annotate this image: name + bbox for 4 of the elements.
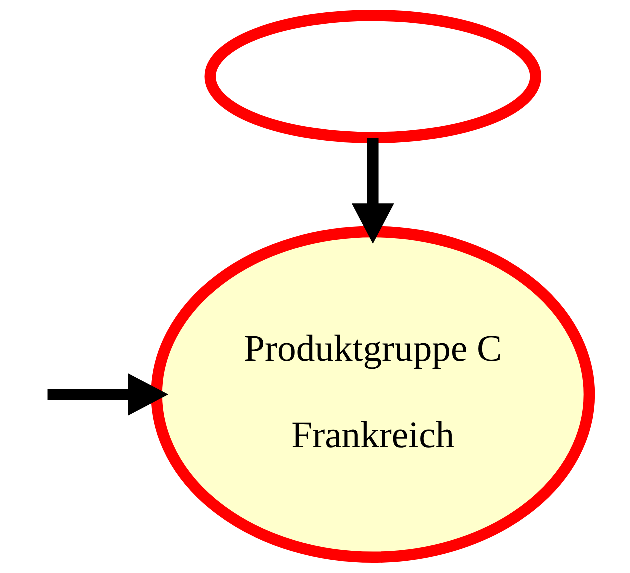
node-ellipse	[204, 10, 542, 144]
arrow	[48, 373, 169, 416]
arrow	[352, 138, 394, 244]
node-ellipse: Produktgruppe C Frankreich	[151, 226, 596, 564]
